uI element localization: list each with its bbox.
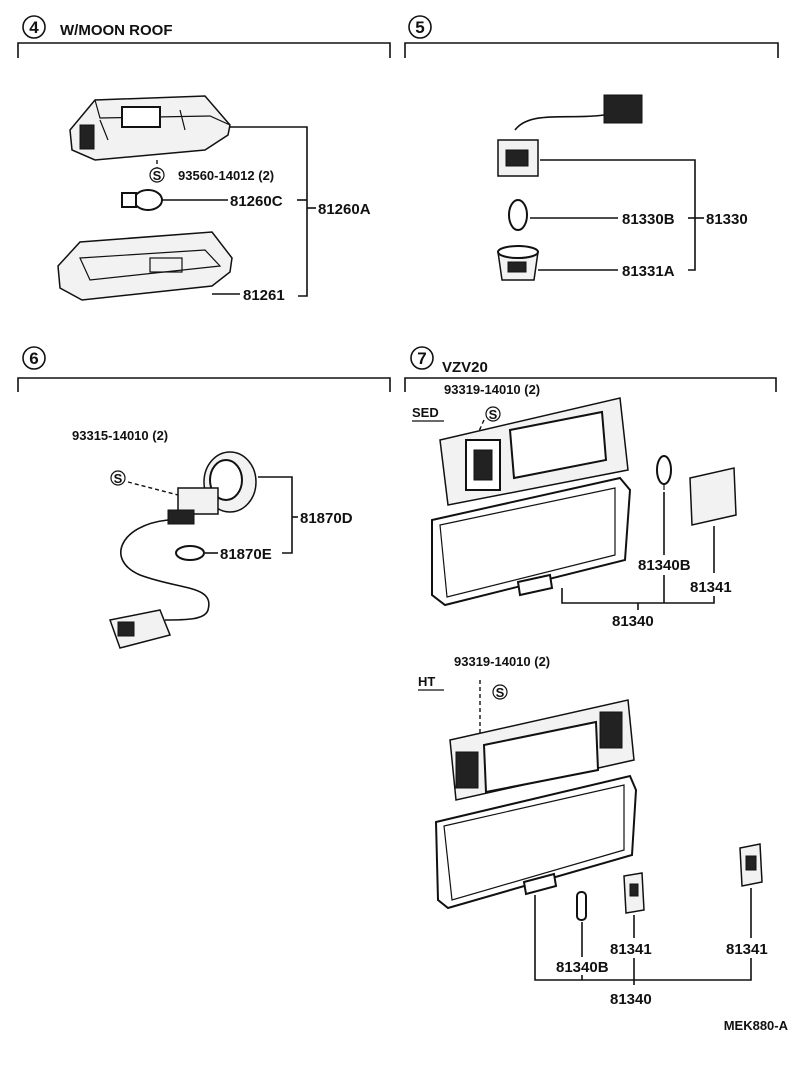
- label-sed-81340B: 81340B: [638, 557, 691, 574]
- label-ht-81341-a: 81341: [610, 941, 652, 958]
- label-sed-81341: 81341: [690, 579, 732, 596]
- section-6-number: 6: [29, 349, 38, 368]
- section-4-number: 4: [29, 18, 39, 37]
- label-81331A: 81331A: [622, 263, 675, 280]
- lamp-lens-icon: [57, 231, 233, 301]
- screw-icon: S: [149, 167, 165, 183]
- section-4-number-circle: [22, 15, 46, 39]
- ht-festoon-bulb-icon: [576, 891, 587, 921]
- label-81330B: 81330B: [622, 211, 675, 228]
- label-sed-93319-14010: 93319-14010 (2): [444, 382, 540, 397]
- assy-bracket-81260A: [230, 126, 308, 297]
- section-4: 4 W/MOON ROOF S 93560-14012 (2) 81260C: [17, 15, 391, 304]
- section-6: 6 93315-14010 (2) S 81870E 81870D: [17, 346, 391, 649]
- screw-icon: S: [110, 470, 126, 486]
- ht-lens-cover-icon-a: [623, 872, 645, 914]
- assy-bracket-81330: [540, 159, 696, 271]
- section-6-number-circle: [22, 346, 46, 370]
- section-5: 5 81330B 81331A 81330: [404, 15, 779, 281]
- label-ht-81340B: 81340B: [556, 959, 609, 976]
- section-7: 7 VZV20 SED 93319-14010 (2) S: [404, 346, 777, 1008]
- vanity-mirror-lamp-icon: [434, 699, 638, 910]
- moonroof-lamp-housing-icon: [69, 95, 231, 161]
- section-4-bracket: [17, 42, 391, 58]
- wedge-bulb-icon: [121, 189, 163, 211]
- small-bulb-icon: [508, 199, 528, 231]
- section-5-number-circle: [408, 15, 432, 39]
- sed-variant: SED 93319-14010 (2) S: [412, 382, 737, 630]
- svg-text:S: S: [114, 471, 123, 486]
- sed-tag: SED: [412, 405, 439, 420]
- svg-text:S: S: [496, 685, 505, 700]
- label-81870E: 81870E: [220, 546, 272, 563]
- label-81330: 81330: [706, 211, 748, 228]
- section-7-bracket: [404, 377, 777, 392]
- label-ht-93319-14010: 93319-14010 (2): [454, 654, 550, 669]
- lamp-wire-icon: [120, 519, 210, 621]
- ht-variant: HT 93319-14010 (2) S: [418, 654, 768, 1008]
- label-sed-81340: 81340: [612, 613, 654, 630]
- label-93560-14012: 93560-14012 (2): [178, 168, 274, 183]
- section-7-number-circle: [410, 346, 434, 370]
- label-ht-81340: 81340: [610, 991, 652, 1008]
- vanity-mirror-lamp-icon: [431, 397, 632, 607]
- label-81260C: 81260C: [230, 193, 283, 210]
- svg-text:S: S: [153, 168, 162, 183]
- sed-festoon-bulb-icon: [656, 455, 672, 490]
- label-93315-14010: 93315-14010 (2): [72, 428, 168, 443]
- section-4-title: W/MOON ROOF: [60, 22, 173, 39]
- diagram-code: MEK880-A: [724, 1018, 789, 1033]
- wire-harness-socket-icon: [497, 94, 643, 177]
- label-81870D: 81870D: [300, 510, 353, 527]
- ht-lens-cover-icon-b: [739, 843, 763, 887]
- label-81261: 81261: [243, 287, 285, 304]
- small-bulb-icon: [175, 545, 205, 561]
- screw-icon: S: [485, 406, 501, 422]
- ht-tag: HT: [418, 674, 435, 689]
- svg-text:S: S: [489, 407, 498, 422]
- section-6-bracket: [17, 377, 391, 392]
- sed-lens-cover-icon: [689, 467, 737, 526]
- section-7-number: 7: [417, 349, 426, 368]
- assy-bracket-81870D: [258, 476, 293, 554]
- section-5-bracket: [404, 42, 779, 58]
- bulb-socket-icon: [497, 245, 539, 281]
- connector-icon: [109, 609, 172, 649]
- screw-icon: S: [492, 684, 508, 700]
- section-7-title: VZV20: [442, 359, 488, 376]
- label-81260A: 81260A: [318, 201, 371, 218]
- label-ht-81341-b: 81341: [726, 941, 768, 958]
- assy-bracket-ht-81340: [534, 895, 752, 981]
- section-5-number: 5: [415, 18, 424, 37]
- key-cylinder-lamp-icon: [167, 451, 257, 525]
